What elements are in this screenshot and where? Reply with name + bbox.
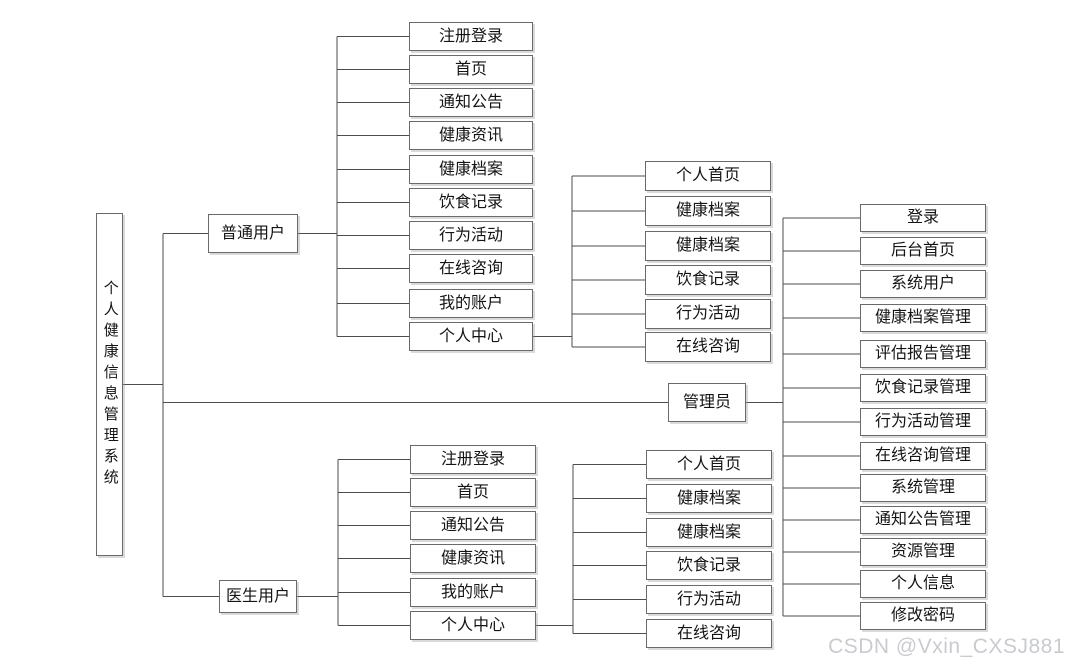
tree-node: 我的账户	[409, 289, 533, 318]
tree-node: 健康资讯	[410, 544, 536, 573]
tree-node: 饮食记录	[645, 265, 771, 295]
tree-node: 在线咨询	[409, 254, 533, 283]
tree-node: 健康资讯	[409, 121, 533, 150]
tree-node: 在线咨询	[645, 332, 771, 362]
tree-node: 健康档案	[645, 231, 771, 261]
tree-node: 资源管理	[860, 538, 986, 566]
tree-node: 健康档案	[409, 155, 533, 184]
tree-node: 个人首页	[646, 450, 772, 479]
tree-node: 通知公告管理	[860, 506, 986, 534]
tree-node: 健康档案	[646, 484, 772, 513]
tree-node: 健康档案管理	[860, 304, 986, 332]
tree-node: 我的账户	[410, 578, 536, 607]
tree-node: 个人信息	[860, 570, 986, 598]
tree-node: 在线咨询	[646, 619, 772, 648]
tree-node: 行为活动	[409, 221, 533, 250]
tree-node: 饮食记录	[409, 188, 533, 217]
tree-node: 注册登录	[409, 22, 533, 51]
tree-node: 健康档案	[645, 196, 771, 226]
tree-node: 首页	[409, 55, 533, 84]
root-node: 个人健康信息管理系统	[96, 213, 123, 556]
tree-node: 行为活动	[646, 585, 772, 614]
tree-node: 后台首页	[860, 237, 986, 265]
tree-node: 通知公告	[410, 511, 536, 540]
tree-node: 行为活动管理	[860, 408, 986, 436]
tree-node: 个人首页	[645, 161, 771, 191]
tree-node: 首页	[410, 478, 536, 507]
tree-node: 行为活动	[645, 299, 771, 329]
tree-node: 评估报告管理	[860, 340, 986, 368]
tree-node: 在线咨询管理	[860, 442, 986, 470]
tree-node: 修改密码	[860, 602, 986, 630]
node-admin: 管理员	[668, 383, 746, 422]
tree-node: 个人中心	[410, 611, 536, 640]
tree-node: 登录	[860, 204, 986, 232]
tree-node: 健康档案	[646, 518, 772, 547]
tree-node: 注册登录	[410, 445, 536, 474]
tree-node: 个人中心	[409, 322, 533, 351]
tree-node: 系统用户	[860, 270, 986, 298]
node-doctor-user: 医生用户	[219, 580, 297, 613]
node-common-user: 普通用户	[208, 214, 298, 253]
tree-node: 系统管理	[860, 474, 986, 502]
tree-node: 饮食记录管理	[860, 374, 986, 402]
watermark: CSDN @Vxin_CXSJ881	[828, 635, 1065, 658]
tree-node: 通知公告	[409, 88, 533, 117]
tree-node: 饮食记录	[646, 551, 772, 580]
